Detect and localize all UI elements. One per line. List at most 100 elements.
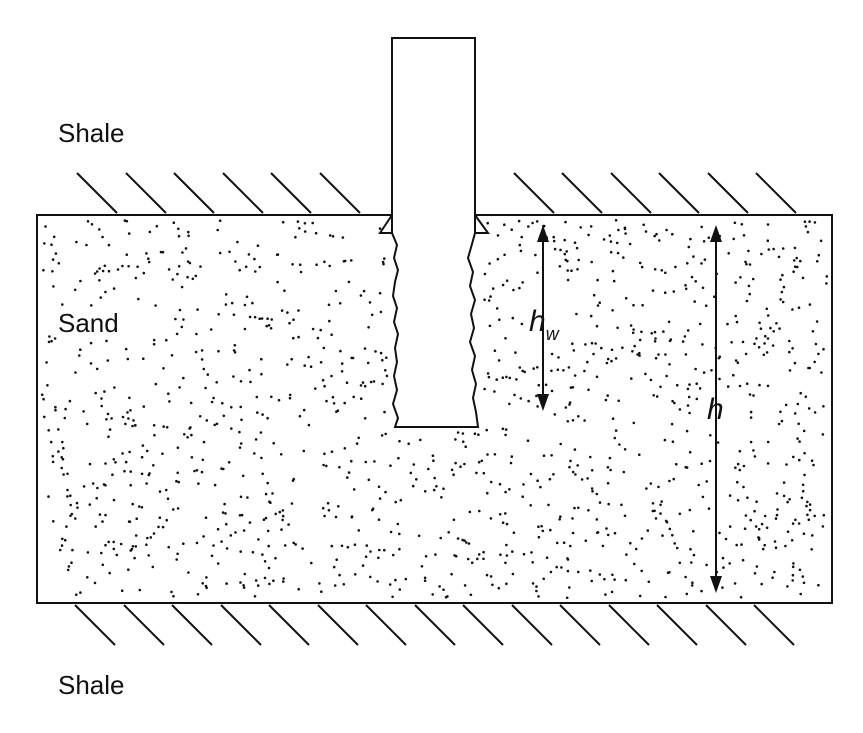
sand-dot xyxy=(287,523,290,526)
hatch-line xyxy=(705,604,747,646)
sand-dot xyxy=(277,398,281,402)
sand-dot xyxy=(104,543,107,547)
sand-dot xyxy=(274,556,277,560)
sand-dot xyxy=(286,311,289,314)
sand-dot xyxy=(610,590,614,594)
sand-dot xyxy=(555,565,558,569)
sand-dot xyxy=(539,485,542,489)
sand-dot xyxy=(498,482,502,486)
sand-dot xyxy=(272,579,275,582)
sand-dot xyxy=(126,357,130,361)
sand-dot xyxy=(432,488,436,492)
sand-dot xyxy=(195,332,198,336)
sand-dot xyxy=(129,409,132,412)
sand-dot xyxy=(121,452,124,455)
sand-dot xyxy=(796,402,800,406)
sand-dot xyxy=(531,582,535,585)
sand-dot xyxy=(512,288,515,292)
sand-dot xyxy=(456,431,460,434)
sand-dot xyxy=(423,579,427,582)
sand-dot xyxy=(792,259,796,262)
sand-dot xyxy=(618,443,621,446)
sand-dot xyxy=(595,375,599,379)
sand-dot xyxy=(691,581,694,584)
sand-dot xyxy=(710,369,713,372)
sand-dot xyxy=(609,250,613,254)
sand-dot xyxy=(797,422,800,426)
sand-dot xyxy=(518,243,522,247)
sand-dot xyxy=(234,531,237,534)
h-label: h xyxy=(707,393,724,426)
sand-dot xyxy=(342,583,346,586)
sand-dot xyxy=(684,353,688,356)
sand-dot xyxy=(709,434,712,437)
hatch-line xyxy=(171,604,213,646)
sand-dot xyxy=(819,239,823,243)
sand-dot xyxy=(590,469,594,472)
sand-dot xyxy=(577,415,580,418)
sand-dot xyxy=(748,393,752,396)
sand-dot xyxy=(672,290,676,293)
sand-dot xyxy=(784,403,788,407)
sand-dot xyxy=(766,440,770,444)
sand-dot xyxy=(328,234,332,237)
sand-dot xyxy=(352,488,356,491)
sand-dot xyxy=(68,399,72,403)
sand-dot xyxy=(353,543,357,546)
sand-dot xyxy=(121,264,124,268)
sand-dot xyxy=(705,480,708,483)
sand-dot xyxy=(369,550,372,553)
sand-dot xyxy=(149,536,153,539)
sand-dot xyxy=(576,464,579,467)
sand-dot xyxy=(616,326,619,330)
sand-dot xyxy=(128,450,131,454)
sand-dot xyxy=(239,405,242,409)
sand-dot xyxy=(299,270,303,274)
sand-dot xyxy=(483,298,486,302)
sand-dot xyxy=(753,572,757,575)
sand-dot xyxy=(548,477,552,481)
sand-dot xyxy=(598,573,602,576)
sand-dot xyxy=(193,469,196,473)
sand-dot xyxy=(529,472,533,476)
sand-dot xyxy=(318,582,321,585)
sand-dot xyxy=(605,527,608,530)
sand-dot xyxy=(427,467,430,471)
shale-top-label: Shale xyxy=(58,118,125,148)
sand-dot xyxy=(747,249,750,253)
sand-dot xyxy=(657,353,660,356)
sand-dot xyxy=(788,369,792,372)
hatch-line xyxy=(656,604,698,646)
sand-dot xyxy=(564,220,567,224)
sand-dot xyxy=(162,425,165,428)
sand-dot xyxy=(40,393,44,397)
sand-dot xyxy=(822,513,826,517)
sand-dot xyxy=(629,324,633,327)
sand-dot xyxy=(340,370,344,373)
sand-dot xyxy=(79,348,82,352)
sand-dot xyxy=(266,481,270,485)
sand-dot xyxy=(170,354,174,357)
sand-dot xyxy=(259,431,263,434)
sand-dot xyxy=(155,224,159,228)
sand-dot xyxy=(590,487,594,490)
sand-dot xyxy=(765,526,769,530)
sand-dot xyxy=(571,470,575,474)
sand-dot xyxy=(194,350,198,354)
sand-dot xyxy=(398,439,401,443)
sand-dot xyxy=(383,548,386,552)
sand-dot xyxy=(218,219,222,222)
sand-dot xyxy=(801,276,805,280)
sand-dot xyxy=(727,252,730,255)
sand-dot xyxy=(345,381,349,385)
sand-dot xyxy=(573,448,577,451)
sand-dot xyxy=(623,448,627,451)
sand-dot xyxy=(452,518,456,522)
sand-dot xyxy=(595,324,599,328)
sand-dot xyxy=(119,542,123,546)
sand-dot xyxy=(152,464,155,467)
sand-dot xyxy=(148,472,151,475)
sand-dot xyxy=(501,283,505,287)
sand-dot xyxy=(684,287,688,291)
sand-dot xyxy=(239,581,242,584)
